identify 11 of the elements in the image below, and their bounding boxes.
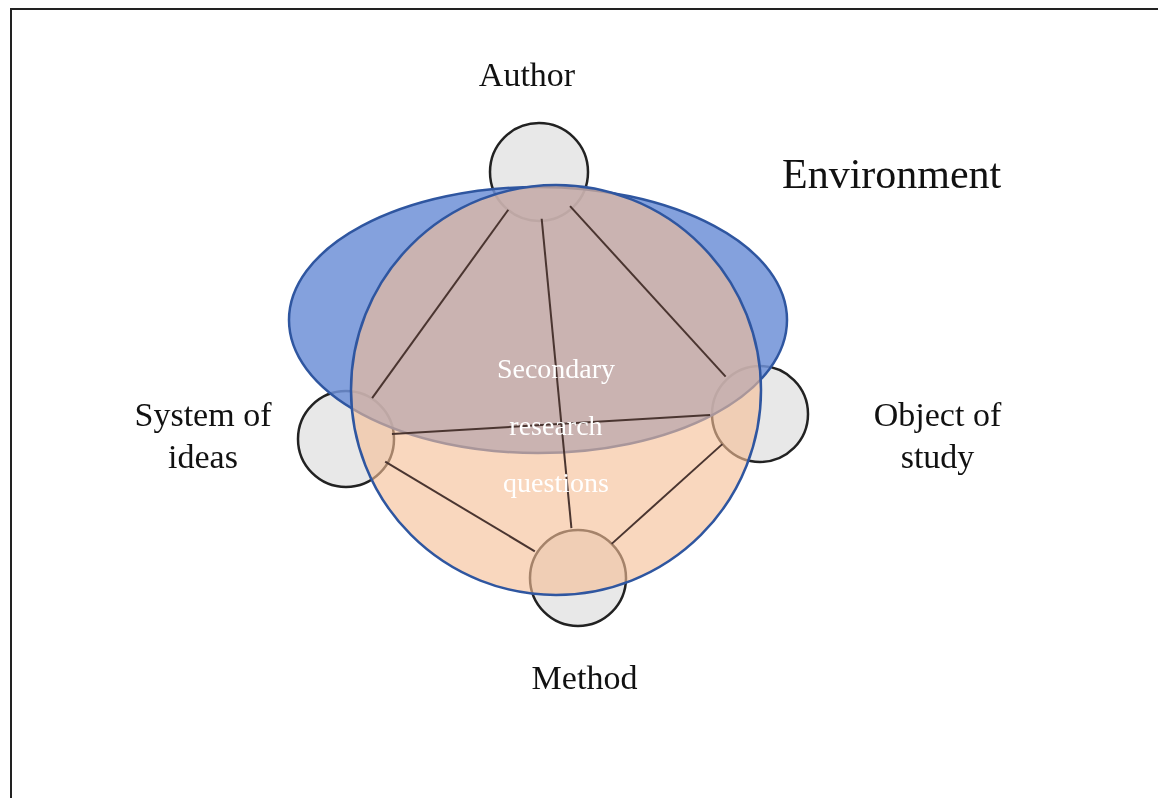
node-label: Method	[530, 658, 639, 698]
node-label: Author	[477, 55, 577, 95]
connector-line	[540, 217, 573, 530]
connector-line	[371, 208, 510, 400]
connector-line	[384, 460, 536, 553]
node-label: Object of study	[872, 395, 1003, 477]
frame-title: Environment	[782, 150, 1002, 199]
connector-line	[610, 443, 724, 545]
node-label: System of ideas	[134, 395, 272, 477]
frame-box	[10, 8, 1158, 798]
connector-line	[569, 205, 727, 378]
